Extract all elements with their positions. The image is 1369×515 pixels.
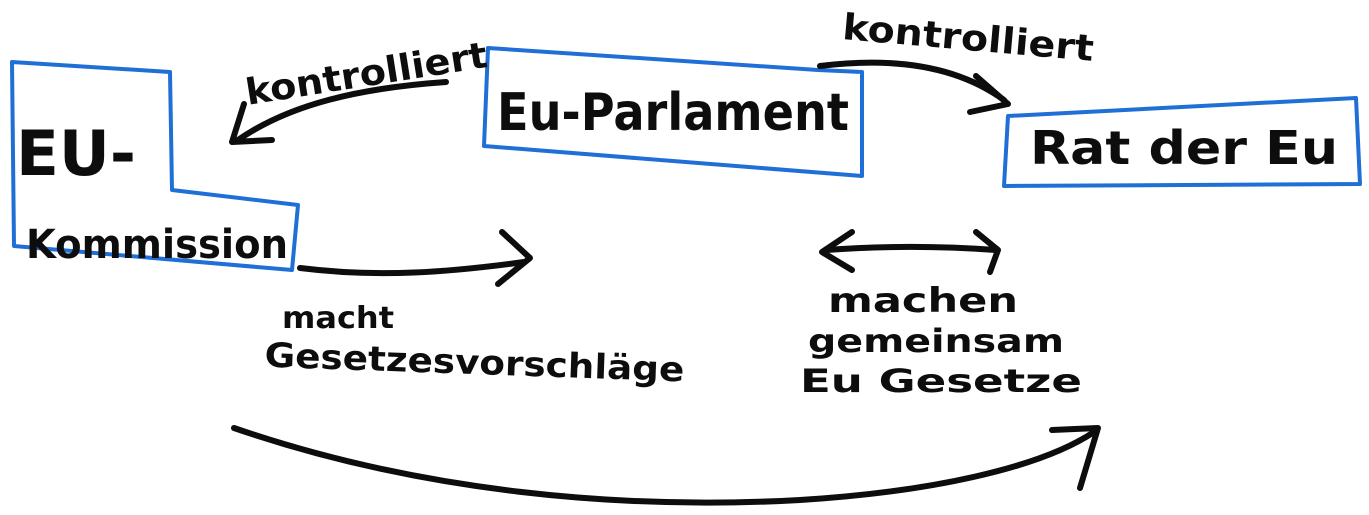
arrow-bottom-long — [231, 425, 1097, 506]
edge-label-macht: macht — [282, 301, 394, 336]
edge-proposals-to-laws — [231, 425, 1101, 506]
arrowhead-joint-right — [973, 229, 1001, 275]
council-label: Rat der Eu — [1030, 121, 1338, 175]
arrow-commission-proposals — [297, 259, 527, 277]
edge-label-machen: machen — [828, 281, 1018, 321]
node-council: Rat der Eu — [1002, 96, 1362, 188]
double-arrow-joint-laws — [823, 244, 999, 253]
edge-label-eu-gesetze: Eu Gesetze — [800, 362, 1082, 400]
edge-joint-laws: machen gemeinsam Eu Gesetze — [800, 229, 1082, 400]
parliament-box — [482, 46, 864, 178]
commission-box — [10, 60, 300, 272]
edge-label-kontrolliert-left: kontrolliert — [243, 35, 490, 114]
edge-commission-proposals: macht Gesetzesvorschläge — [264, 229, 685, 391]
commission-label-line2: Kommission — [26, 222, 288, 268]
parliament-label: Eu-Parlament — [497, 83, 849, 143]
edge-label-gesetzesvorschlaege: Gesetzesvorschläge — [264, 336, 685, 391]
arrowhead-bottom — [1049, 425, 1101, 491]
arrowhead-council — [967, 73, 1011, 115]
arrowhead-commission — [229, 101, 275, 145]
edge-label-gemeinsam: gemeinsam — [808, 322, 1064, 360]
council-box — [1002, 96, 1362, 188]
arrowhead-joint-left — [819, 229, 855, 273]
edge-parliament-to-commission: kontrolliert — [229, 35, 490, 145]
node-parliament: Eu-Parlament — [482, 46, 864, 178]
arrowhead-proposals — [495, 229, 533, 287]
arrow-parliament-to-commission — [235, 79, 449, 143]
node-commission: EU- Kommission — [10, 60, 300, 272]
commission-label-line1: EU- — [16, 117, 136, 190]
